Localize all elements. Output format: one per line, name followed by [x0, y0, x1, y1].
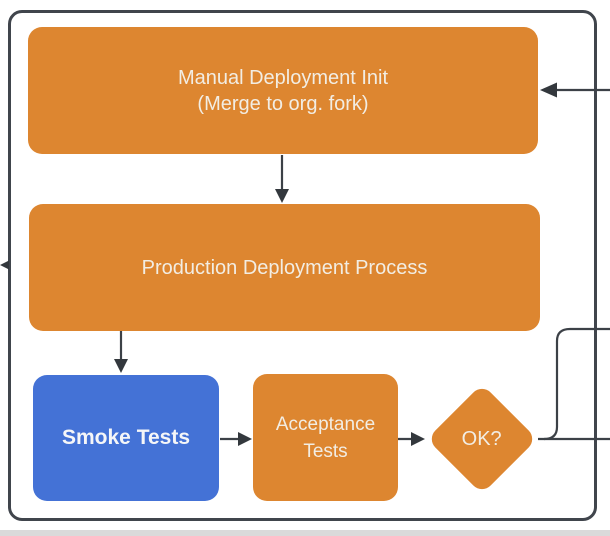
node-smoke-tests: Smoke Tests	[33, 375, 219, 501]
group-boundary	[8, 10, 597, 521]
screenshot-bottom-strip	[0, 530, 610, 536]
node-production-deployment-process: Production Deployment Process	[29, 204, 540, 331]
node-manual-deployment-init: Manual Deployment Init (Merge to org. fo…	[28, 27, 538, 154]
decision-label: OK?	[461, 427, 503, 450]
node-acceptance-tests: Acceptance Tests	[253, 374, 398, 501]
